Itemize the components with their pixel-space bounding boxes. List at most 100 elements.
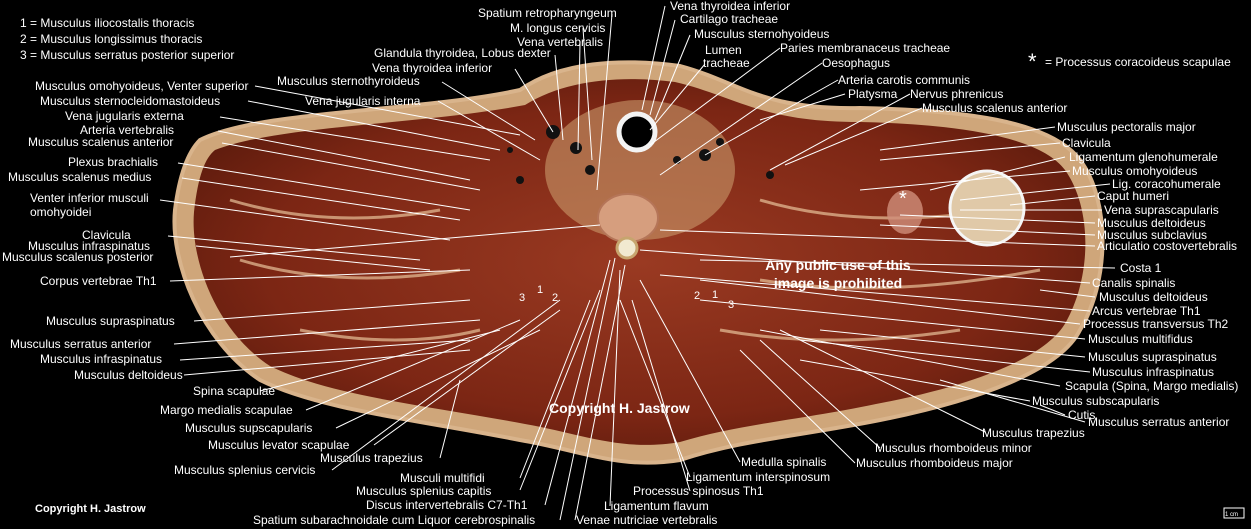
label: M. longus cervicis [510, 21, 606, 35]
label: Processus transversus Th2 [1083, 317, 1229, 331]
label: Musculus subclavius [1097, 228, 1208, 242]
pointer-lines [159, 5, 1116, 521]
trachea-lumen [616, 111, 658, 153]
label: Vena thyroidea inferior [372, 61, 493, 75]
star-icon: * [1028, 49, 1037, 74]
label: Spatium subarachnoidale cum Liquor cereb… [253, 513, 536, 527]
usage-notice: Any public use of this image is prohibit… [765, 257, 911, 291]
label: Musculus rhomboideus minor [875, 441, 1032, 455]
label: Oesophagus [822, 56, 891, 70]
label: Musculus omohyoideus, Venter superior [35, 79, 249, 93]
label: Musculus splenius capitis [356, 484, 492, 498]
label: Musculus infraspinatus [40, 352, 163, 366]
label: Musculus scalenus medius [8, 170, 152, 184]
label: Musculus scalenus anterior [28, 135, 174, 149]
label: Arteria vertebralis [80, 123, 175, 137]
label: Musculus deltoideus [1099, 290, 1208, 304]
humeral-head [948, 169, 1026, 247]
copyright-center: Copyright H. Jastrow [549, 400, 690, 416]
label: Processus spinosus Th1 [633, 484, 764, 498]
legend-star-text: = Processus coracoideus scapulae [1045, 55, 1231, 69]
label: Lumen [705, 43, 742, 57]
spinal-cord [615, 236, 639, 260]
vessels [507, 125, 774, 184]
number-marker: 2 [552, 292, 559, 304]
label: Musculi multifidi [400, 471, 485, 485]
muscle-mass [193, 79, 1086, 445]
legend-serratus-posterior: 3 = Musculus serratus posterior superior [20, 48, 235, 62]
label: Musculus subscapularis [1032, 394, 1160, 408]
label: Ligamentum glenohumerale [1069, 150, 1218, 164]
label: Musculus infraspinatus [28, 239, 151, 253]
label: Musculus splenius cervicis [174, 463, 316, 477]
label: Cutis [1068, 408, 1096, 422]
label: omohyoidei [30, 205, 92, 219]
fat-septa [229, 198, 1041, 342]
label: Musculus multifidus [1088, 332, 1193, 346]
label: Musculus serratus anterior [10, 337, 152, 351]
label: Musculus supraspinatus [1088, 350, 1217, 364]
number-marker: 3 [519, 292, 526, 304]
label: Musculus scalenus anterior [922, 101, 1068, 115]
label: Medulla spinalis [741, 455, 827, 469]
label: Musculus omohyoideus [1072, 164, 1198, 178]
coracoid-star: * [899, 188, 907, 210]
label: Cartilago tracheae [680, 12, 779, 26]
label: Spina scapulae [193, 384, 276, 398]
label: Platysma [848, 87, 898, 101]
label: Ligamentum interspinosum [686, 470, 831, 484]
label: Musculus supraspinatus [46, 314, 175, 328]
scale-bar [1223, 507, 1245, 519]
vertebral-body [597, 193, 659, 243]
label: Musculus scalenus posterior [2, 250, 154, 264]
number-marker: 1 [537, 284, 544, 296]
label: Scapula (Spina, Margo medialis) [1065, 379, 1239, 393]
number-marker: 1 [712, 289, 719, 301]
label: Spatium retropharyngeum [478, 6, 617, 20]
label: Corpus vertebrae Th1 [40, 274, 157, 288]
label: Caput humeri [1097, 189, 1170, 203]
label: Ligamentum flavum [604, 499, 709, 513]
legend-iliocostalis: 1 = Musculus iliocostalis thoracis [20, 16, 195, 30]
label: Canalis spinalis [1092, 276, 1176, 290]
label: Musculus serratus anterior [1088, 415, 1230, 429]
label: Venter inferior musculi [30, 191, 149, 205]
label: Clavicula [82, 228, 131, 242]
label: Clavicula [1062, 136, 1111, 150]
label: Venae nutriciae vertebralis [576, 513, 718, 527]
label: Costa 1 [1120, 261, 1162, 275]
label: tracheae [703, 56, 750, 70]
label: Discus intervertebralis C7-Th1 [366, 498, 528, 512]
label: Vena jugularis externa [65, 109, 184, 123]
label: Musculus deltoideus [74, 368, 183, 382]
label: Vena jugularis interna [305, 94, 421, 108]
label: Musculus sternocleidomastoideus [40, 94, 221, 108]
label: Musculus sternothyroideus [277, 74, 420, 88]
label: Musculus pectoralis major [1057, 120, 1196, 134]
label: Vena vertebralis [517, 35, 604, 49]
label: Musculus supscapularis [185, 421, 313, 435]
scale-label: 1 cm [1225, 512, 1239, 518]
coracoid [887, 190, 923, 234]
legend-longissimus: 2 = Musculus longissimus thoracis [20, 32, 203, 46]
label: Nervus phrenicus [910, 87, 1004, 101]
label: Glandula thyroidea, Lobus dexter [374, 46, 551, 60]
label: Vena suprascapularis [1104, 203, 1219, 217]
label: Margo medialis scapulae [160, 403, 293, 417]
label: Lig. coracohumerale [1112, 177, 1221, 191]
label: Musculus infraspinatus [1092, 365, 1215, 379]
label: Musculus sternohyoideus [694, 27, 830, 41]
label: Arcus vertebrae Th1 [1092, 304, 1201, 318]
label: Musculus deltoideus [1097, 216, 1206, 230]
label: Musculus levator scapulae [208, 438, 350, 452]
label: Vena thyroidea inferior [670, 0, 791, 13]
label: Articulatio costovertebralis [1097, 239, 1238, 253]
label: Musculus trapezius [320, 451, 423, 465]
label: Plexus brachialis [68, 155, 159, 169]
label: Musculus rhomboideus major [856, 456, 1013, 470]
label: Paries membranaceus tracheae [780, 41, 951, 55]
label: Musculus trapezius [982, 426, 1085, 440]
number-marker: 2 [694, 290, 701, 302]
